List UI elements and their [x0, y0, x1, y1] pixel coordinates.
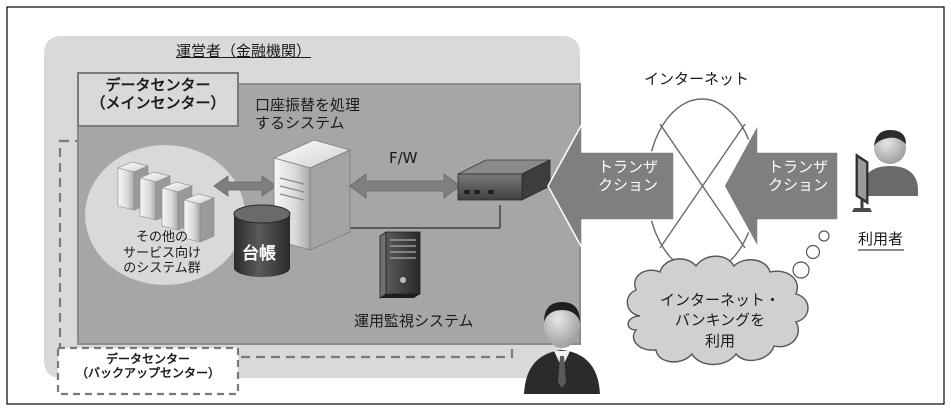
other-systems-line2: サービス向け	[122, 245, 201, 261]
ledger-label: 台帳	[242, 244, 276, 264]
transaction-left-line1: トランザ	[597, 158, 658, 176]
other-systems-line1: その他の	[135, 230, 188, 245]
server-group-icon	[117, 161, 215, 243]
core-system-label: 口座振替を処理 するシステム	[255, 96, 360, 132]
database-icon	[233, 204, 291, 277]
backup-datacenter-line1: データセンター	[105, 352, 190, 366]
other-systems-label: その他の サービス向け のシステム群	[98, 230, 226, 277]
transaction-right-label: トランザ クション	[760, 158, 836, 194]
monitor-icon	[852, 153, 872, 212]
monitoring-label: 運用監視システム	[354, 312, 474, 330]
operator-person-icon	[524, 302, 600, 394]
user-person-icon	[862, 130, 918, 196]
operator-label: 運営者（金融機関）	[176, 42, 312, 60]
user-label: 利用者	[858, 230, 904, 248]
transaction-left-label: トランザ クション	[588, 158, 668, 194]
transaction-arrow-right	[723, 123, 839, 249]
transaction-left-line2: クション	[597, 176, 658, 194]
thought-line1: インターネット・	[659, 291, 780, 309]
internet-label: インターネット	[644, 70, 750, 88]
thought-line2: バンキングを	[674, 311, 766, 330]
thought-line3: 利用	[704, 331, 735, 350]
firewall-device-icon	[457, 159, 551, 201]
backup-datacenter-label: データセンター （バックアップセンター）	[58, 352, 238, 381]
thought-bubble-dots	[792, 230, 830, 279]
backup-datacenter-line2: （バックアップセンター）	[75, 366, 220, 381]
main-datacenter-line2: （メインセンター）	[90, 94, 226, 112]
thought-label: インターネット・ バンキングを 利用	[640, 290, 800, 351]
main-datacenter-label: データセンター （メインセンター）	[78, 76, 238, 112]
core-system-line2: するシステム	[255, 114, 345, 132]
core-system-line1: 口座振替を処理	[255, 96, 361, 114]
transaction-right-line2: クション	[767, 176, 828, 194]
other-systems-line3: のシステム群	[123, 261, 201, 277]
transaction-right-line1: トランザ	[767, 158, 828, 176]
main-datacenter-label-box	[77, 72, 239, 127]
tower-server-icon	[379, 231, 421, 299]
backup-datacenter-label-box	[56, 346, 240, 396]
cloud-icon	[626, 255, 809, 366]
main-datacenter-line1: データセンター	[105, 76, 211, 94]
transaction-arrow-left	[547, 123, 675, 249]
firewall-label: F/W	[389, 149, 418, 167]
